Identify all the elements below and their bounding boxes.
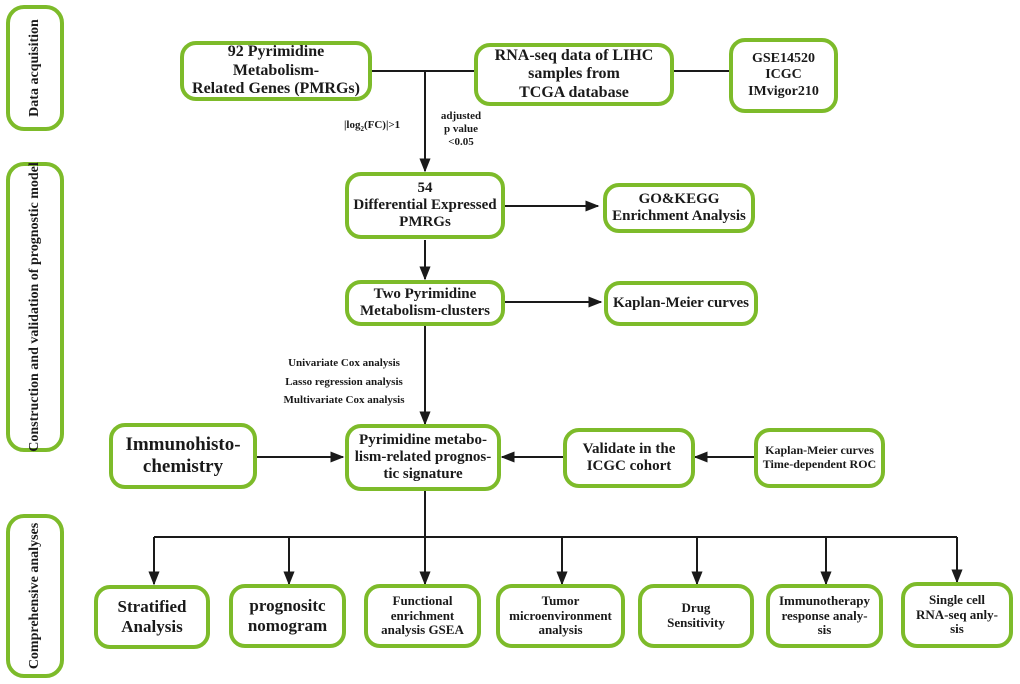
label-logfc-threshold: |log2(FC)|>1 [344,119,401,134]
node-immunohistochemistry: Immunohisto-chemistry [109,423,257,489]
stage-data-acquisition: Data acquisition [6,5,64,131]
stage-comprehensive-analyses: Comprehensive analyses [6,514,64,678]
node-kaplan-meier-clusters: Kaplan-Meier curves [604,281,758,326]
stage-construction-validation: Construction and validation of prognosti… [6,162,64,452]
node-pmrgs: 92 Pyrimidine Metabolism-Related Genes (… [180,41,372,101]
node-prognostic-signature: Pyrimidine metabo-lism-related prognos-t… [345,424,501,491]
